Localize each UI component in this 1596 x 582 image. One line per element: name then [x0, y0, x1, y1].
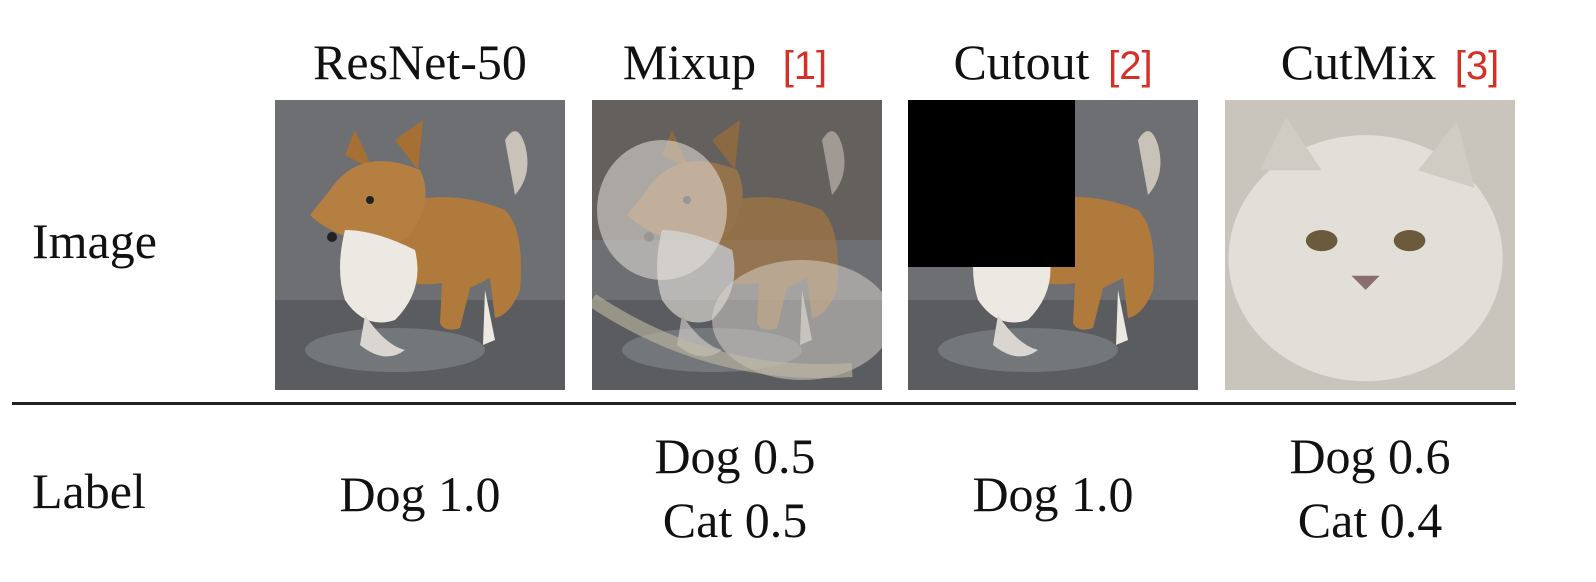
- column-title: CutMix: [1280, 34, 1437, 90]
- mixup-blend-image: [592, 100, 882, 390]
- label-line: Cat 0.4: [1297, 492, 1443, 548]
- image-mixup: [592, 100, 882, 390]
- label-resnet50: Dog 1.0: [275, 462, 565, 526]
- image-cutmix: [1225, 100, 1515, 390]
- image-cutout: [908, 100, 1198, 390]
- cutmix-image: [1225, 100, 1515, 390]
- label-line: Dog 1.0: [972, 466, 1134, 522]
- column-title: ResNet-50: [313, 34, 527, 90]
- column-header-cutmix: CutMix [3]: [1240, 30, 1540, 94]
- column-header-mixup: Mixup [1]: [575, 30, 875, 94]
- citation-ref: [3]: [1454, 44, 1500, 88]
- image-resnet50: [275, 100, 565, 390]
- row-label-image: Image: [32, 213, 157, 269]
- column-header-cutout: Cutout [2]: [908, 30, 1198, 94]
- label-line: Dog 1.0: [339, 466, 501, 522]
- label-line: Dog 0.6: [1289, 428, 1451, 484]
- citation-ref: [2]: [1108, 44, 1153, 88]
- label-mixup: Dog 0.5 Cat 0.5: [590, 424, 880, 552]
- column-title: Mixup: [622, 34, 757, 90]
- cutout-image: [908, 100, 1198, 390]
- cat-patch: [1225, 100, 1515, 390]
- label-cutmix: Dog 0.6 Cat 0.4: [1225, 424, 1515, 552]
- column-header-resnet50: ResNet-50: [275, 30, 565, 94]
- citation-ref: [1]: [782, 44, 828, 88]
- label-line: Dog 0.5: [654, 428, 816, 484]
- row-label-label: Label: [32, 463, 146, 519]
- dog-image: [275, 100, 565, 390]
- label-cutout: Dog 1.0: [908, 462, 1198, 526]
- cutout-mask: [908, 100, 1075, 267]
- table-divider: [12, 402, 1516, 405]
- column-title: Cutout: [953, 34, 1090, 90]
- label-line: Cat 0.5: [662, 492, 808, 548]
